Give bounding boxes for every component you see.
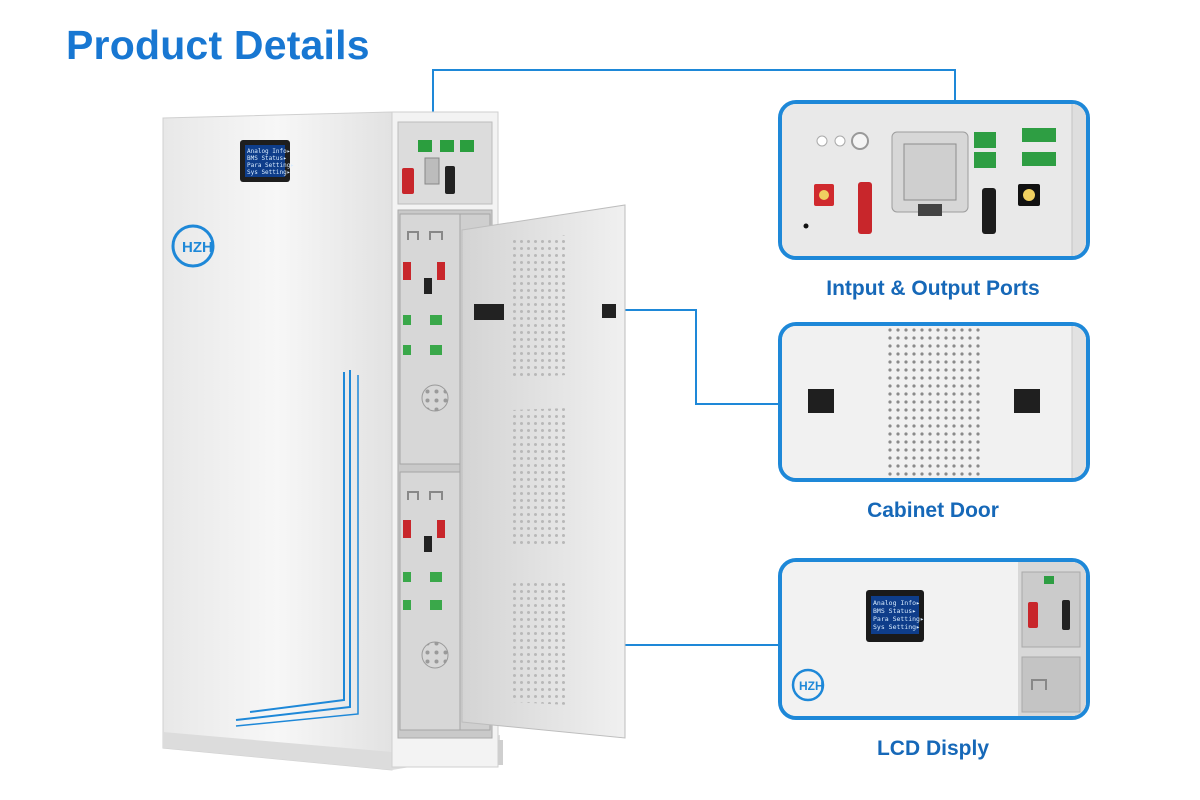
brand-logo-closeup-icon xyxy=(791,668,825,702)
door-latch xyxy=(602,304,616,318)
door-closeup xyxy=(782,326,1086,478)
brand-logo-closeup-text: HZH xyxy=(799,679,824,693)
callout-door-panel xyxy=(778,322,1090,482)
lcd-closeup: Analog Info▸ BMS Status▸ Para Setting▸ S… xyxy=(782,562,1086,716)
connector-door xyxy=(620,309,782,405)
connector-ports xyxy=(432,69,956,150)
lcd-closeup-line-2: BMS Status▸ xyxy=(873,607,916,615)
caption-ports: Intput & Output Ports xyxy=(826,277,1040,300)
page-title: Product Details xyxy=(66,22,370,68)
lcd-line-1: Analog Info▸ xyxy=(247,148,290,155)
lcd-line-3: Para Setting▸ xyxy=(247,162,294,169)
callout-ports-panel xyxy=(778,100,1090,260)
lcd-closeup-line-3: Para Setting▸ xyxy=(873,615,924,623)
brand-logo-text: HZH xyxy=(182,239,213,256)
caption-door: Cabinet Door xyxy=(867,499,999,522)
lcd-closeup-line-1: Analog Info▸ xyxy=(873,599,920,607)
brand-logo-icon xyxy=(171,224,215,268)
lcd-line-4: Sys Setting▸ xyxy=(247,169,290,176)
ports-closeup xyxy=(782,104,1086,256)
callout-lcd-panel: Analog Info▸ BMS Status▸ Para Setting▸ S… xyxy=(778,558,1090,720)
lcd-line-2: BMS Status▸ xyxy=(247,155,287,162)
lcd-closeup-line-4: Sys Setting▸ xyxy=(873,623,920,631)
caption-lcd: LCD Disply xyxy=(876,737,989,760)
